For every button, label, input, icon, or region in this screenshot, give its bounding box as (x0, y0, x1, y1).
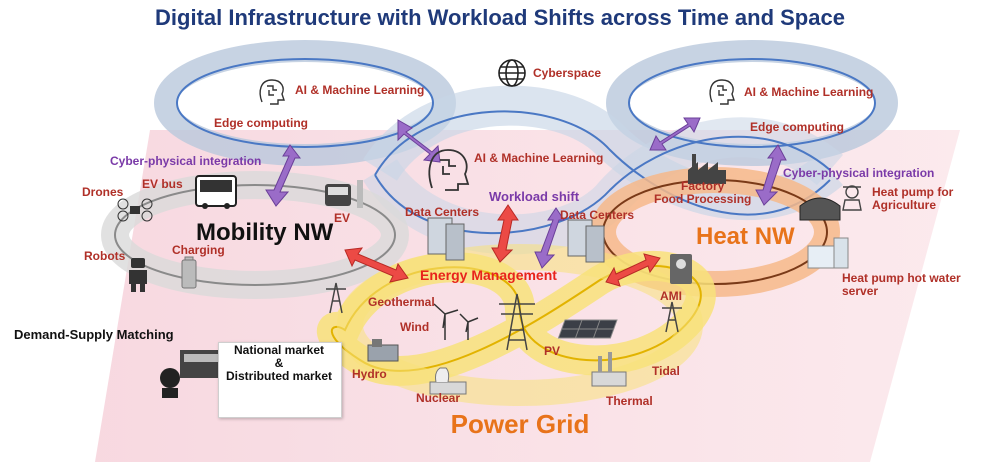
data-centers-right-label: Data Centers (560, 208, 635, 222)
brain-icon (709, 79, 735, 105)
globe-icon (498, 59, 526, 87)
thermal-label: Thermal (606, 394, 653, 408)
page-title: Digital Infrastructure with Workload Shi… (155, 5, 845, 30)
red-arrow-right (605, 253, 661, 287)
pv-label: PV (544, 344, 561, 358)
cyber-physical-left-label: Cyber-physical integration (110, 154, 262, 168)
power-grid-rings (317, 244, 716, 406)
energy-management-label: Energy Management (420, 267, 557, 283)
mobility-nw-label: Mobility NW (196, 219, 334, 246)
ev-label: EV (334, 211, 351, 225)
wind-turbine-icon (433, 303, 479, 340)
cyber-physical-arrows (265, 117, 787, 269)
ai-ml-right-label: AI & Machine Learning (744, 85, 874, 99)
nuclear-label: Nuclear (416, 391, 461, 405)
geothermal-label: Geothermal (368, 295, 435, 309)
brain-icon (259, 79, 285, 105)
demand-supply-label: Demand-Supply Matching (14, 327, 174, 342)
market-box (218, 342, 342, 418)
thermal-plant-icon (591, 352, 627, 387)
purple-arrow-left (265, 144, 302, 207)
drones-label: Drones (82, 185, 124, 199)
nuclear-plant-icon (429, 367, 467, 395)
mobility-ring (101, 171, 409, 299)
data-centers-left-label: Data Centers (405, 205, 480, 219)
purple-arrow-rightdiag (649, 117, 701, 151)
power-grid-label: Power Grid (450, 409, 590, 439)
server-icon (427, 217, 465, 261)
hydro-dam-icon (367, 339, 399, 362)
cyber-physical-right-label: Cyber-physical integration (783, 166, 935, 180)
ai-ml-left-label: AI & Machine Learning (295, 83, 425, 97)
server-icon (567, 219, 605, 263)
purple-arrow-right (755, 144, 787, 206)
tidal-label: Tidal (652, 364, 680, 378)
meter-icon (670, 254, 692, 284)
cyber-right-ring (628, 58, 876, 148)
factory-food-label: Factory Food Processing (654, 179, 752, 207)
greenhouse-icon (799, 197, 841, 221)
heat-nw-label: Heat NW (696, 223, 795, 250)
purple-arrow-center (397, 119, 441, 163)
pylon-icon (326, 282, 682, 351)
ami-label: AMI (660, 289, 682, 303)
drone-icon (117, 198, 153, 222)
heat-pump-agri-label: Heat pump for Agriculture (872, 185, 954, 213)
bus-icon (195, 175, 237, 209)
heat-pump-water-label: Heat pump hot water server (842, 271, 961, 299)
factory-icon (688, 154, 726, 184)
cyber-infinity-line-1 (374, 110, 831, 216)
solar-panel-icon (557, 319, 618, 339)
ev-bus-label: EV bus (142, 177, 183, 191)
red-arrow-up (491, 204, 519, 263)
ev-car-icon (325, 180, 363, 208)
battery-icon (181, 256, 197, 289)
robot-icon (129, 258, 147, 292)
farmer-icon (842, 185, 862, 211)
cyberspace-label: Cyberspace (533, 66, 602, 80)
water-heater-icon (807, 237, 849, 269)
hydro-label: Hydro (352, 367, 387, 381)
red-arrow-left (344, 247, 409, 283)
workload-shift-label: Workload shift (489, 189, 580, 204)
energy-arrows (344, 204, 661, 287)
edge-computing-left-label: Edge computing (214, 116, 308, 130)
market-label: National market & Distributed market (225, 343, 333, 384)
cyber-left-ring (176, 58, 434, 148)
edge-computing-right-label: Edge computing (750, 120, 844, 134)
ai-ml-center-label: AI & Machine Learning (474, 151, 604, 165)
purple-arrow-ws1 (534, 207, 565, 269)
brain-icon (428, 149, 470, 191)
cyber-infinity-halo (363, 85, 844, 221)
robots-label: Robots (84, 249, 126, 263)
wind-label: Wind (400, 320, 430, 334)
charging-label: Charging (172, 243, 225, 257)
